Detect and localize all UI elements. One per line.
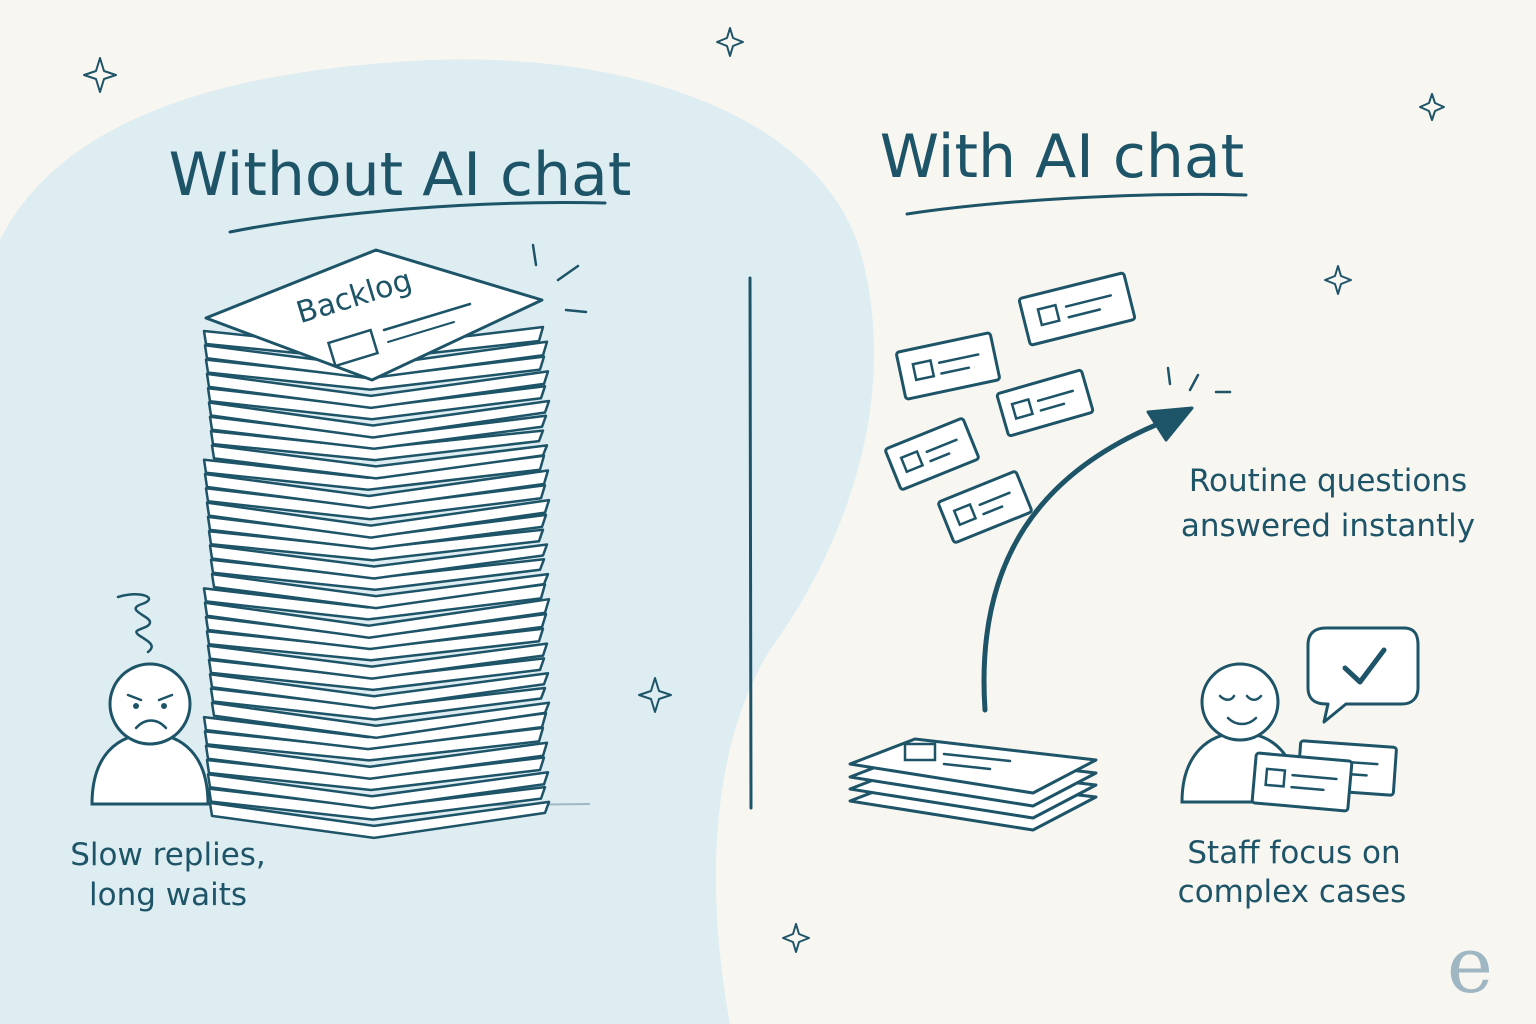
staff-caption-line1: Staff focus on [1187, 835, 1400, 871]
stress-burst [531, 243, 588, 314]
backlog-sheet [210, 701, 551, 740]
backlog-sheet [208, 543, 549, 580]
left-title-underline [228, 201, 607, 234]
right-title: With AI chat [880, 122, 1244, 192]
ticket-icon [1017, 271, 1137, 347]
routine-caption-line1: Routine questions [1189, 463, 1467, 499]
sparkle-icon [1419, 93, 1445, 121]
ticket-icon [884, 417, 980, 491]
backlog-sheet [210, 444, 549, 480]
left-title: Without AI chat [169, 140, 632, 210]
backlog-sheet [208, 800, 551, 840]
backlog-sheet [208, 671, 550, 710]
backlog-sheet [203, 597, 551, 639]
ticket-icon [995, 368, 1095, 438]
arrow-icon [981, 366, 1232, 713]
stress-squiggle [116, 593, 153, 654]
ticket-icon [895, 331, 1001, 401]
backlog-stack [202, 325, 591, 840]
checkmark-icon [1342, 647, 1387, 685]
ticket-icon [937, 470, 1033, 544]
backlog-sheet [206, 642, 549, 680]
right-title-underline [905, 192, 1248, 216]
backlog-sheet [203, 469, 550, 510]
sparkle-icon [638, 677, 672, 713]
backlog-sheet [206, 771, 550, 810]
sparkles [83, 27, 1445, 953]
backlog-sheet [204, 741, 549, 780]
staff-member [1180, 626, 1420, 813]
routine-caption-line2: answered instantly [1181, 508, 1475, 544]
ticket-icon [1250, 751, 1354, 813]
sparkle-icon [83, 57, 117, 93]
ticket-icon [903, 742, 937, 762]
small-ticket-stack [848, 737, 1098, 832]
sparkle-icon [716, 27, 744, 57]
sparkle-icon [1324, 265, 1352, 295]
backlog-sheet [205, 370, 550, 410]
left-caption-line2: long waits [89, 877, 247, 913]
left-caption-line1: Slow replies, [70, 837, 266, 873]
backlog-sheet [207, 399, 551, 439]
sad-customer [90, 593, 210, 806]
sad-face-icon [108, 662, 192, 746]
backlog-top-sheet: Backlog [204, 248, 544, 382]
brand-logo: e [1447, 921, 1493, 1011]
flying-tickets [884, 271, 1137, 544]
panel-divider [748, 276, 753, 810]
staff-caption-line2: complex cases [1178, 874, 1407, 910]
ticket-icon [326, 328, 380, 368]
backlog-sheet [205, 498, 551, 539]
smiling-face-icon [1200, 662, 1280, 742]
sparkle-icon [782, 923, 810, 953]
backlog-sheet [210, 572, 550, 610]
